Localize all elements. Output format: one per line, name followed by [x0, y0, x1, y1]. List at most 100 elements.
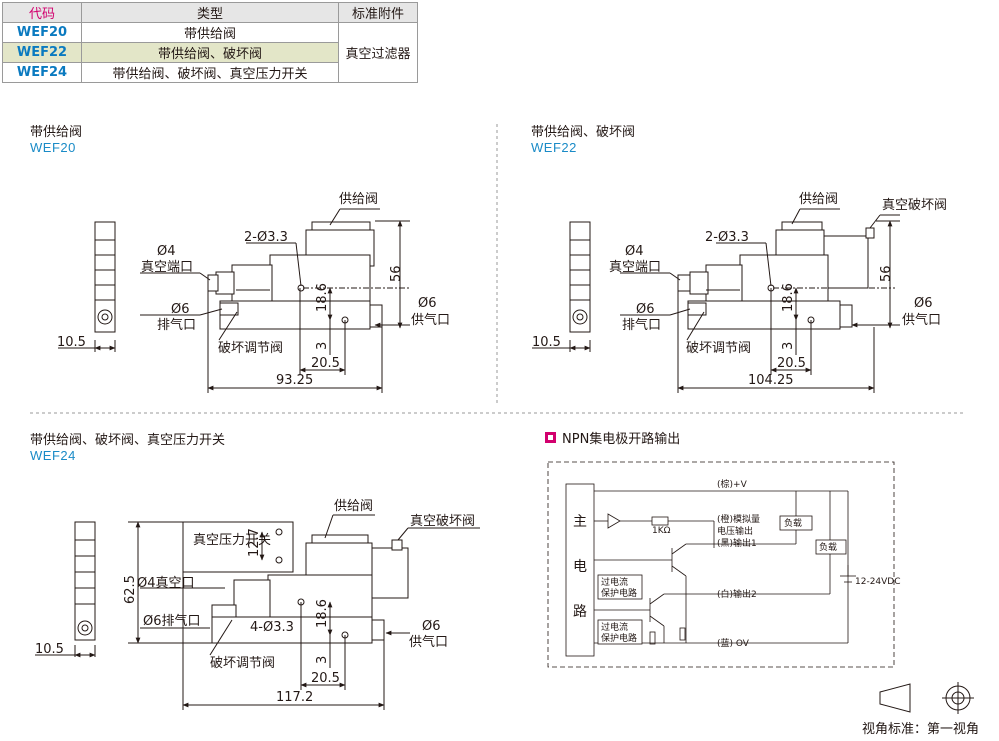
view2-break-adj-label: 破坏调节阀 [686, 341, 751, 356]
view1-front [207, 221, 383, 330]
view3-dim-hole-x: 20.5 [311, 671, 340, 686]
view2-supply-valve-label: 供给阀 [799, 192, 838, 207]
view3-dim-hole-y: 18.6 [315, 599, 330, 628]
view3-switch-label: 真空压力开关 [193, 533, 271, 548]
view3-break-adj-label: 破坏调节阀 [210, 656, 275, 671]
circuit-main-1: 主 [573, 514, 587, 530]
row-code: WEF24 [2, 62, 82, 83]
view1-break-adj-label: 破坏调节阀 [218, 341, 283, 356]
table-row: WEF22 带供给阀、破坏阀 [2, 42, 418, 63]
row-code: WEF22 [2, 42, 82, 63]
view3-drawing [35, 514, 480, 710]
circuit-load-2: 负载 [819, 541, 837, 553]
circuit-title: NPN集电极开路输出 [545, 431, 680, 447]
circuit-ov: (蓝) OV [717, 637, 750, 649]
view3-supply-valve-label: 供给阀 [334, 499, 373, 514]
view1-supply-d-label: Ø6 [418, 296, 437, 311]
view2-title: 带供给阀、破坏阀 WEF22 [531, 125, 635, 155]
view3-supply-port-label: 供气口 [409, 634, 448, 650]
circuit-main-3: 路 [573, 604, 587, 620]
view1-dim-width: 10.5 [57, 335, 86, 350]
view2-model: WEF22 [531, 140, 577, 155]
row-code: WEF20 [2, 22, 82, 43]
view3-dims [35, 514, 480, 710]
view1-drawing [58, 208, 410, 393]
circuit-vplus: (棕)+V [717, 478, 748, 490]
view2-vac-d-label: Ø4 [625, 244, 644, 259]
view2-supply-port-label: 供气口 [902, 312, 941, 328]
view1-dim-length: 93.25 [276, 373, 313, 388]
view2-side [569, 221, 591, 352]
view1-dim-height: 56 [389, 265, 404, 282]
view1-side [94, 221, 116, 352]
view3-dim-sw: 12.7 [247, 528, 262, 557]
header-code: 代码 [2, 2, 82, 23]
view3-side [74, 521, 96, 657]
view2-dim-hole-y: 18.6 [781, 283, 796, 312]
circuit-protect-2b: 保护电路 [601, 632, 637, 644]
circuit-analog-3: (黑)输出1 [717, 537, 757, 549]
view1-exhaust-label: 排气口 [157, 317, 196, 333]
view3-dim-height: 62.5 [123, 575, 138, 604]
view2-labels: 供给阀 真空破坏阀 2-Ø3.3 Ø4 真空端口 Ø6 排气口 Ø6 供气口 破… [532, 192, 947, 388]
circuit-analog-1: (橙)模拟量 [717, 513, 760, 525]
view3-front [182, 521, 409, 644]
row-type: 带供给阀、破坏阀 [81, 42, 339, 63]
view1-model: WEF20 [30, 140, 76, 155]
view2-holes-label: 2-Ø3.3 [705, 230, 749, 245]
circuit-main-2: 电 [573, 559, 587, 575]
view2-exhaust-label: 排气口 [622, 317, 661, 333]
circuit-diagram [547, 461, 895, 668]
circuit-load-1: 负载 [784, 517, 802, 529]
view3-holes-label: 4-Ø3.3 [250, 620, 294, 635]
view1-supply-port-label: 供气口 [411, 312, 450, 328]
view1-supply-valve-label: 供给阀 [339, 192, 378, 207]
view3-exhaust-label: Ø6排气口 [143, 613, 201, 629]
view1-vac-port-label: 真空端口 [141, 260, 193, 275]
view2-dim-width: 10.5 [532, 335, 561, 350]
view1-dims [58, 208, 410, 393]
view3-title: 带供给阀、破坏阀、真空压力开关 WEF24 [30, 433, 225, 463]
view2-exhaust-d-label: Ø6 [636, 302, 655, 317]
header-type: 类型 [81, 2, 339, 23]
view1-dim-hole-x: 20.5 [311, 356, 340, 371]
view3-break-valve-label: 真空破坏阀 [410, 514, 475, 529]
circuit-title-text: NPN集电极开路输出 [562, 431, 680, 447]
view1-dim-3: 3 [315, 342, 330, 350]
view1-labels: 供给阀 2-Ø3.3 Ø4 真空端口 Ø6 排气口 Ø6 供气口 破坏调节阀 1… [57, 192, 450, 388]
circuit-supply: 12-24VDC [855, 577, 901, 587]
view2-dim-3: 3 [781, 342, 796, 350]
view2-dim-height: 56 [879, 265, 894, 282]
view2-vac-port-label: 真空端口 [609, 260, 661, 275]
circuit-resistor: 1KΩ [652, 526, 671, 536]
view3-dim-3: 3 [315, 656, 330, 664]
view1-name: 带供给阀 [30, 125, 83, 140]
view3-dim-width: 10.5 [35, 642, 64, 657]
circuit-analog-2: 电压输出 [717, 525, 753, 537]
view1-dim-hole-y: 18.6 [315, 283, 330, 312]
view2-name: 带供给阀、破坏阀 [531, 125, 636, 140]
view2-dim-length: 104.25 [748, 373, 794, 388]
spec-table: 代码 类型 标准附件 WEF20 带供给阀 真空过滤器 WEF22 带供给阀、破… [2, 2, 418, 83]
circuit-out2: (白)输出2 [717, 588, 757, 600]
view3-labels: 真空压力开关 12.7 供给阀 真空破坏阀 62.5 Ø4真空口 Ø6排气口 4… [35, 499, 475, 705]
view3-dim-length: 117.2 [276, 690, 313, 705]
table-row: WEF24 带供给阀、破坏阀、真空压力开关 [2, 62, 418, 83]
circuit-labels: 主 电 路 (棕)+V (橙)模拟量 电压输出 (黑)输出1 1KΩ 负载 负载… [573, 478, 901, 649]
view1-title: 带供给阀 WEF20 [30, 125, 82, 155]
view3-vac-port-label: Ø4真空口 [137, 576, 195, 591]
view2-break-valve-label: 真空破坏阀 [882, 198, 947, 213]
view2-supply-d-label: Ø6 [914, 296, 933, 311]
circuit-protect-2a: 过电流 [601, 621, 628, 633]
projection-symbol [879, 682, 974, 714]
view1-exhaust-d-label: Ø6 [171, 302, 190, 317]
view1-vac-d-label: Ø4 [157, 244, 176, 259]
view2-front [677, 221, 875, 330]
view2-drawing [532, 208, 900, 393]
header-accessory: 标准附件 [338, 2, 418, 23]
row-type: 带供给阀、破坏阀、真空压力开关 [81, 62, 339, 83]
projection-label: 视角标准：第一视角 [862, 722, 979, 737]
view2-dim-hole-x: 20.5 [777, 356, 806, 371]
view3-supply-d-label: Ø6 [422, 619, 441, 634]
